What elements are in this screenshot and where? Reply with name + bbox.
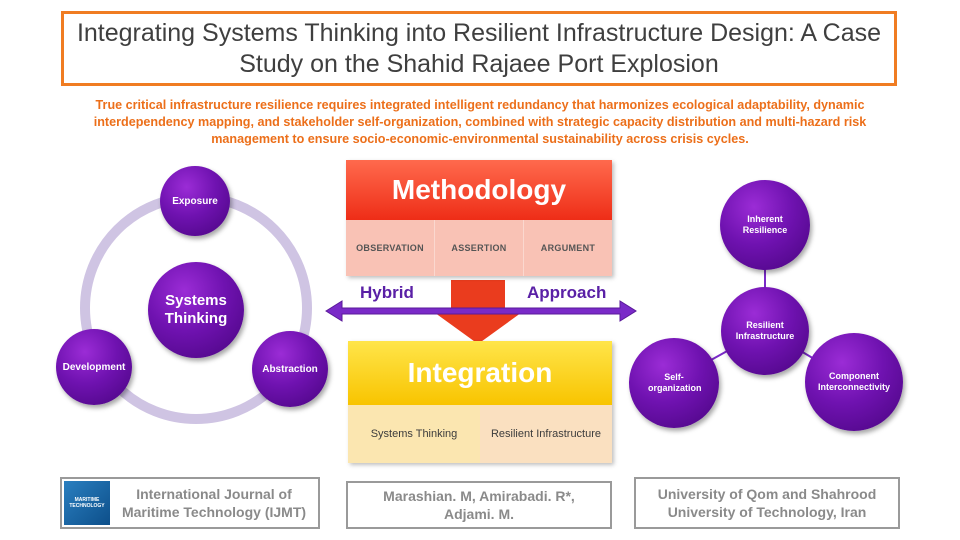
systems-thinking-node: Systems Thinking <box>148 262 244 358</box>
authors-box: Marashian. M, Amirabadi. R*, Adjami. M. <box>346 481 612 529</box>
affiliation-box: University of Qom and Shahrood Universit… <box>634 477 900 529</box>
resilient-infrastructure-cell: Resilient Infrastructure <box>480 405 612 463</box>
inherent-resilience-node: Inherent Resilience <box>720 180 810 270</box>
authors-text: Marashian. M, Amirabadi. R*, Adjami. M. <box>383 488 575 522</box>
methodology-box: Methodology OBSERVATION ASSERTION ARGUME… <box>346 160 612 276</box>
assertion-cell: ASSERTION <box>434 220 523 276</box>
self-organization-node: Self-organization <box>629 338 719 428</box>
page-title: Integrating Systems Thinking into Resili… <box>76 18 882 78</box>
affiliation-text: University of Qom and Shahrood Universit… <box>657 486 877 520</box>
exposure-label: Exposure <box>172 195 218 207</box>
abstraction-node: Abstraction <box>252 331 328 407</box>
component-interconnectivity-node: Component Interconnectivity <box>805 333 903 431</box>
journal-logo-text: MARITIME TECHNOLOGY <box>69 497 105 509</box>
resilient-infrastructure-node: Resilient Infrastructure <box>721 287 809 375</box>
hybrid-label: Hybrid <box>360 283 414 302</box>
journal-box: MARITIME TECHNOLOGY International Journa… <box>60 477 320 529</box>
journal-name: International Journal of Maritime Techno… <box>121 486 307 520</box>
argument-cell: ARGUMENT <box>523 220 612 276</box>
component-interconnectivity-label: Component Interconnectivity <box>817 371 891 392</box>
systems-thinking-cell: Systems Thinking <box>348 405 480 463</box>
resilient-infrastructure-label: Resilient Infrastructure <box>735 320 795 341</box>
systems-thinking-label: Systems Thinking <box>164 292 228 327</box>
methodology-title: Methodology <box>346 160 612 220</box>
abstraction-label: Abstraction <box>262 363 318 375</box>
integration-box: Integration Systems Thinking Resilient I… <box>348 341 612 463</box>
flow-arrows <box>325 280 637 344</box>
double-arrow <box>325 300 637 322</box>
exposure-node: Exposure <box>160 166 230 236</box>
observation-cell: OBSERVATION <box>346 220 434 276</box>
inherent-resilience-label: Inherent Resilience <box>742 214 788 235</box>
title-box: Integrating Systems Thinking into Resili… <box>61 11 897 86</box>
development-node: Development <box>56 329 132 405</box>
summary-text: True critical infrastructure resilience … <box>93 98 867 146</box>
journal-logo: MARITIME TECHNOLOGY <box>64 481 110 525</box>
self-organization-label: Self-organization <box>648 372 702 393</box>
development-label: Development <box>62 361 126 373</box>
integration-title: Integration <box>348 341 612 405</box>
approach-label: Approach <box>527 283 607 302</box>
